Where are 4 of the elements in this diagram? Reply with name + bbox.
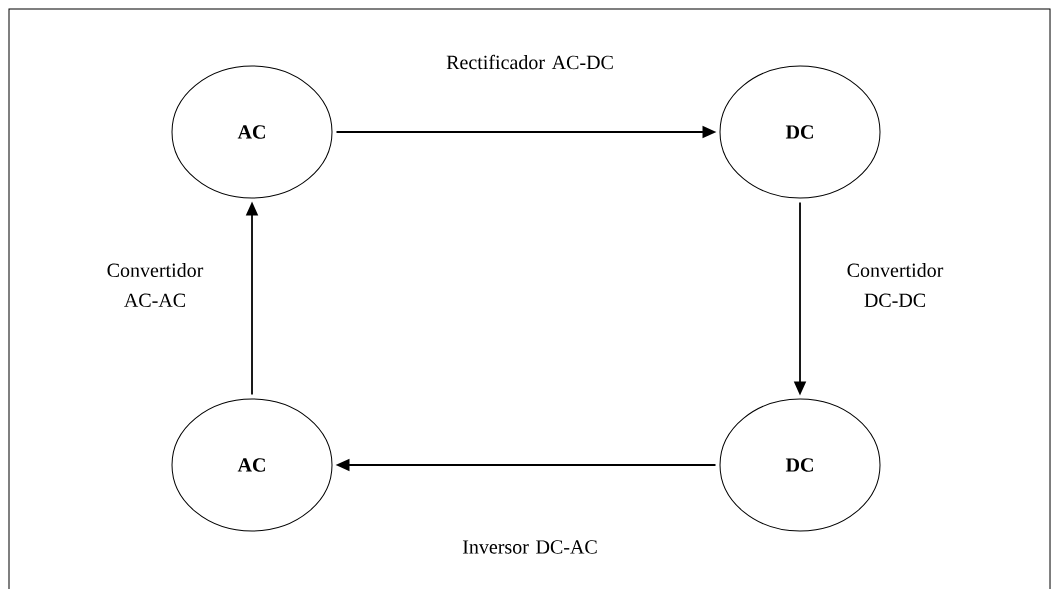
- edge-label: Convertidor AC-AC: [107, 262, 204, 308]
- edge-label: Inversor DC-AC: [462, 540, 597, 554]
- edge-label: Rectificador AC-DC: [446, 54, 613, 70]
- edge-label: Convertidor DC-DC: [847, 262, 944, 308]
